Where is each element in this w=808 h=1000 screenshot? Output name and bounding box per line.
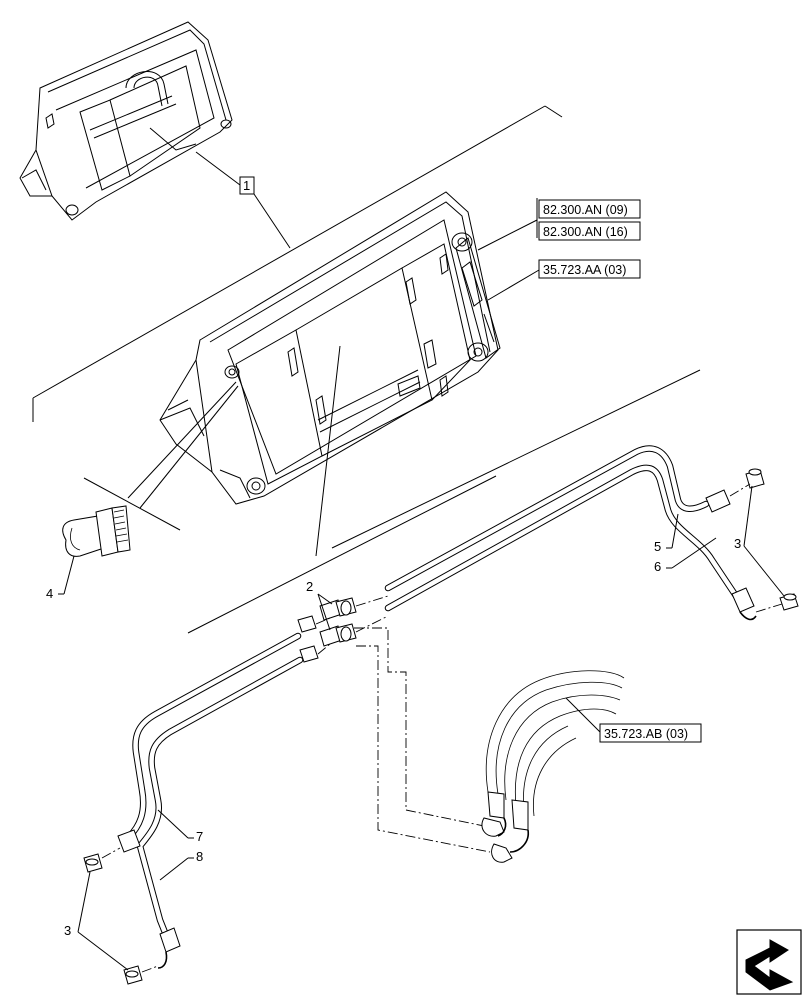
callout-2: 2 [306,579,333,631]
callout-4: 4 [46,555,75,601]
callout-3-left: 3 [64,871,129,971]
bucket-leaders [127,345,341,557]
bucket-thumbnail [19,21,233,221]
svg-text:5: 5 [654,539,661,554]
svg-text:3: 3 [734,536,741,551]
callout-1: 1 [195,151,291,249]
svg-text:8: 8 [196,849,203,864]
hydraulic-hoses [481,670,625,863]
callout-7-8: 7 8 [157,809,203,881]
svg-text:6: 6 [654,559,661,574]
tee-fittings [297,595,389,663]
tube-assembly-right [384,445,799,621]
svg-text:1: 1 [243,178,250,193]
svg-text:2: 2 [306,579,313,594]
svg-text:35.723.AA (03): 35.723.AA (03) [543,263,626,277]
arrow-return-icon[interactable] [736,929,802,995]
frame-lines [32,105,701,634]
grease-fitting [62,505,131,557]
reference-box-lower: 35.723.AB (03) [565,697,702,743]
svg-text:35.723.AB (03): 35.723.AB (03) [604,727,688,741]
svg-text:7: 7 [196,829,203,844]
svg-text:4: 4 [46,586,53,601]
tube-assembly-left [83,632,304,985]
svg-text:82.300.AN (16): 82.300.AN (16) [543,225,628,239]
svg-text:3: 3 [64,923,71,938]
dashed-connections [354,627,491,853]
callout-5-6: 5 6 [654,513,717,574]
callout-3-right: 3 [734,485,785,597]
reference-boxes-upper: 82.300.AN (09) 82.300.AN (16) 35.723.AA … [477,198,641,301]
main-bucket [159,191,501,505]
svg-text:82.300.AN (09): 82.300.AN (09) [543,203,628,217]
